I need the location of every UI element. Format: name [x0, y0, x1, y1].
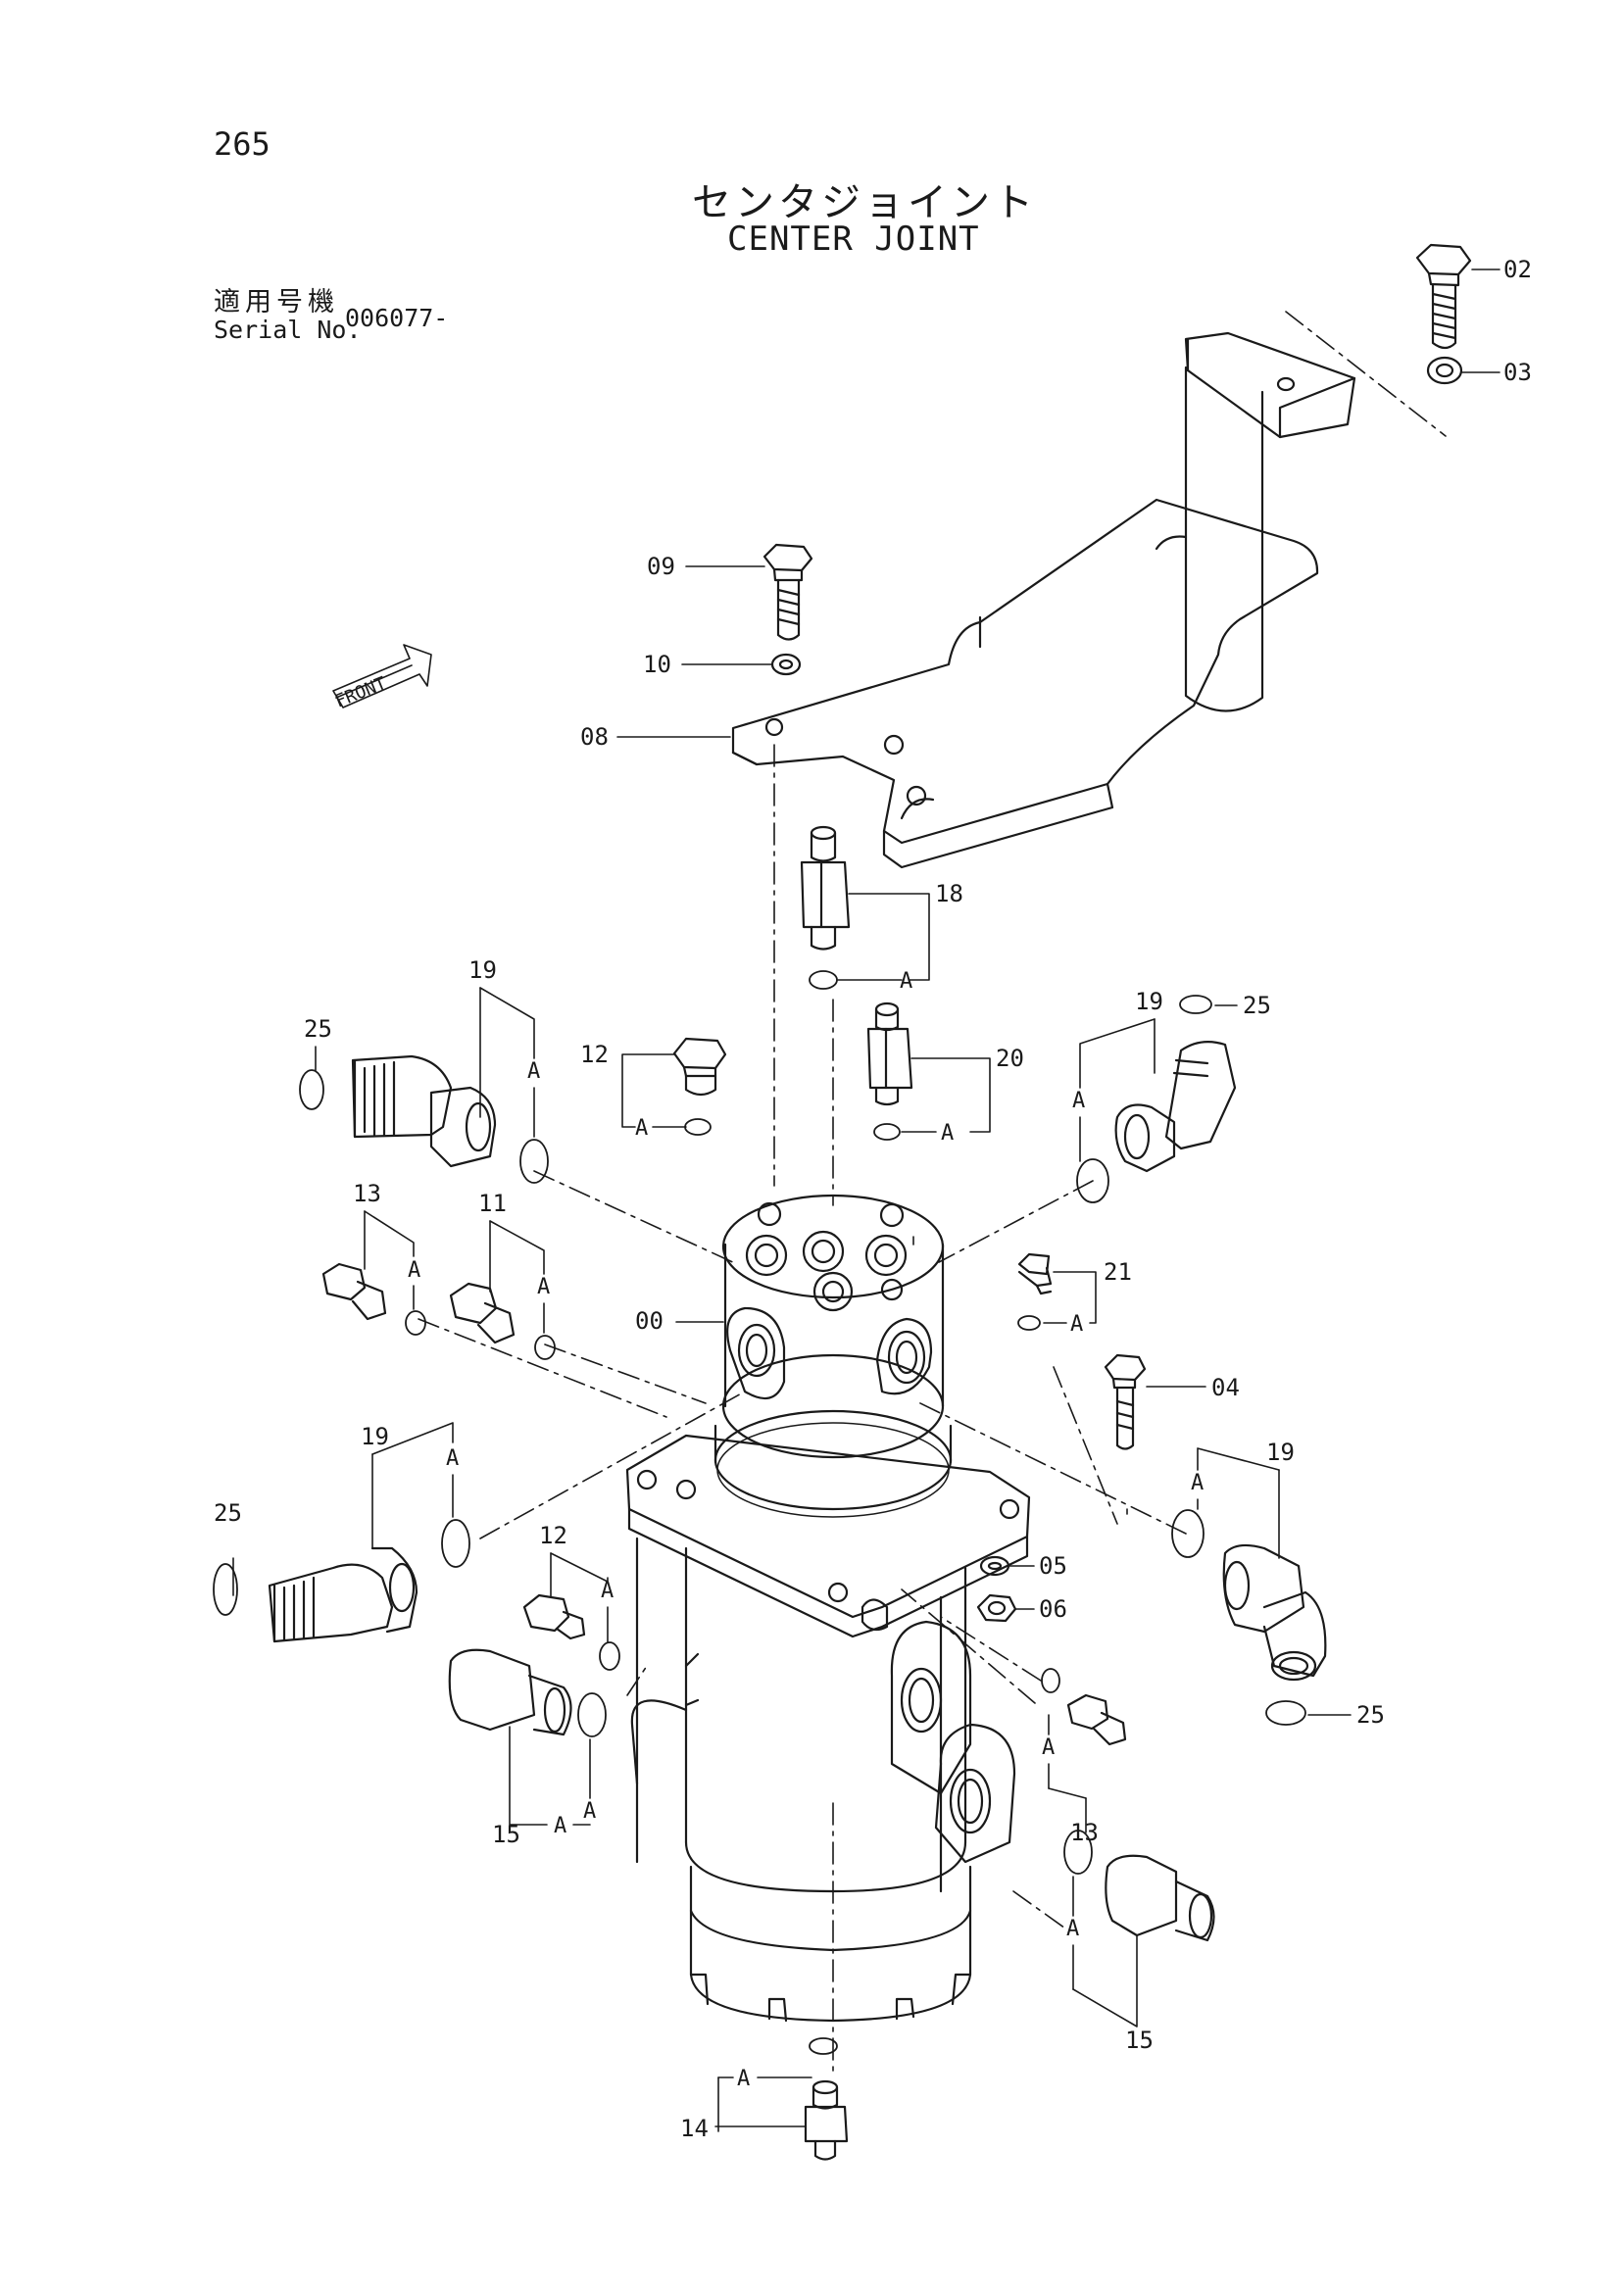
washer-10	[770, 653, 802, 676]
o-ring-code: A	[601, 1579, 614, 1603]
front-direction-arrow: FRONT	[332, 644, 432, 712]
label-part-06: 06	[1039, 1595, 1067, 1623]
label-part-25-upper-left: 25	[304, 1015, 332, 1043]
plug-14	[804, 2079, 849, 2161]
serial-number-value: 006077-	[345, 304, 449, 332]
o-ring-code: A	[537, 1275, 550, 1299]
o-ring-code: A	[554, 1814, 566, 1838]
label-part-19-lower-right: 19	[1266, 1439, 1295, 1466]
label-part-03: 03	[1503, 359, 1532, 386]
washer-05	[979, 1555, 1010, 1577]
fitting-13-right	[1066, 1693, 1127, 1746]
lock-washer-03	[1426, 356, 1463, 385]
bolt-12-top	[672, 1037, 727, 1097]
o-ring-code: A	[900, 969, 912, 994]
label-part-25-lower-right: 25	[1356, 1701, 1385, 1729]
bolt-04	[1104, 1353, 1147, 1450]
label-part-13-right: 13	[1070, 1819, 1099, 1846]
nut-06	[976, 1593, 1017, 1623]
label-part-04: 04	[1211, 1374, 1240, 1401]
elbow-19-upper-left	[351, 1054, 497, 1168]
fitting-13-left	[321, 1262, 387, 1321]
label-part-25-upper-right: 25	[1243, 992, 1271, 1019]
o-ring-code: A	[635, 1116, 648, 1141]
label-part-12-lower: 12	[539, 1522, 567, 1549]
serial-label: Serial No.	[214, 316, 362, 344]
o-ring-code: A	[941, 1121, 954, 1146]
o-ring-code: A	[1191, 1471, 1204, 1495]
label-part-19-upper-left: 19	[468, 956, 497, 984]
o-ring-code: A	[446, 1446, 459, 1471]
label-part-19-upper-right: 19	[1135, 988, 1163, 1015]
label-part-05: 05	[1039, 1552, 1067, 1580]
label-part-20: 20	[996, 1045, 1024, 1072]
elbow-19-lower-right	[1222, 1543, 1327, 1682]
fitting-18	[800, 825, 851, 951]
bolt-02	[1415, 243, 1472, 350]
label-part-00: 00	[635, 1307, 664, 1335]
label-part-08: 08	[580, 723, 609, 751]
o-ring-code: A	[737, 2067, 750, 2091]
o-ring-code: A	[583, 1799, 596, 1824]
label-part-11: 11	[478, 1190, 507, 1217]
assembly-centerlines	[418, 311, 1447, 2078]
page-title: CENTER JOINT	[727, 220, 980, 259]
label-part-13-left: 13	[353, 1180, 381, 1207]
serial-label-japanese: 適用号機	[214, 287, 339, 318]
o-ring-code: A	[1042, 1735, 1055, 1760]
label-part-10: 10	[643, 651, 671, 678]
page-number: 265	[214, 125, 270, 163]
stopper-bracket	[731, 331, 1356, 869]
bolt-09	[762, 543, 813, 641]
fitting-12-lower	[522, 1593, 586, 1640]
o-rings	[213, 970, 1306, 2055]
o-ring-code: A	[527, 1059, 540, 1084]
part-number-labels: 02 03 09 10 08 18 19 25 19 25 12 20 13 1…	[214, 256, 1532, 2142]
o-ring-code: A	[408, 1258, 420, 1283]
label-part-25-lower-left: 25	[214, 1499, 242, 1527]
label-part-21: 21	[1104, 1258, 1132, 1286]
label-part-19-lower-left: 19	[361, 1423, 389, 1450]
label-part-02: 02	[1503, 256, 1532, 283]
label-part-12-top: 12	[580, 1041, 609, 1068]
elbow-19-upper-right	[1114, 1040, 1237, 1173]
leader-lines	[232, 269, 1500, 2132]
label-part-18: 18	[935, 880, 963, 907]
center-joint-body	[625, 1194, 1031, 2023]
o-ring-code: A	[1070, 1312, 1083, 1337]
title-japanese: センタジョイント	[692, 180, 1037, 225]
adapter-15-right	[1105, 1854, 1215, 1942]
label-part-09: 09	[647, 553, 675, 580]
fitting-11	[449, 1282, 516, 1344]
o-ring-a-labels: A A A A A A A A A A A A A A A A	[408, 969, 1204, 2091]
fitting-21	[1017, 1252, 1053, 1295]
fitting-20	[866, 1001, 913, 1106]
o-ring-code: A	[1072, 1089, 1085, 1113]
label-part-15-right: 15	[1125, 2027, 1154, 2054]
label-part-15-left: 15	[492, 1821, 520, 1848]
elbow-19-lower-left	[268, 1546, 418, 1643]
label-part-14: 14	[680, 2115, 709, 2142]
adapter-15-left	[448, 1648, 572, 1736]
o-ring-code: A	[1066, 1917, 1079, 1941]
